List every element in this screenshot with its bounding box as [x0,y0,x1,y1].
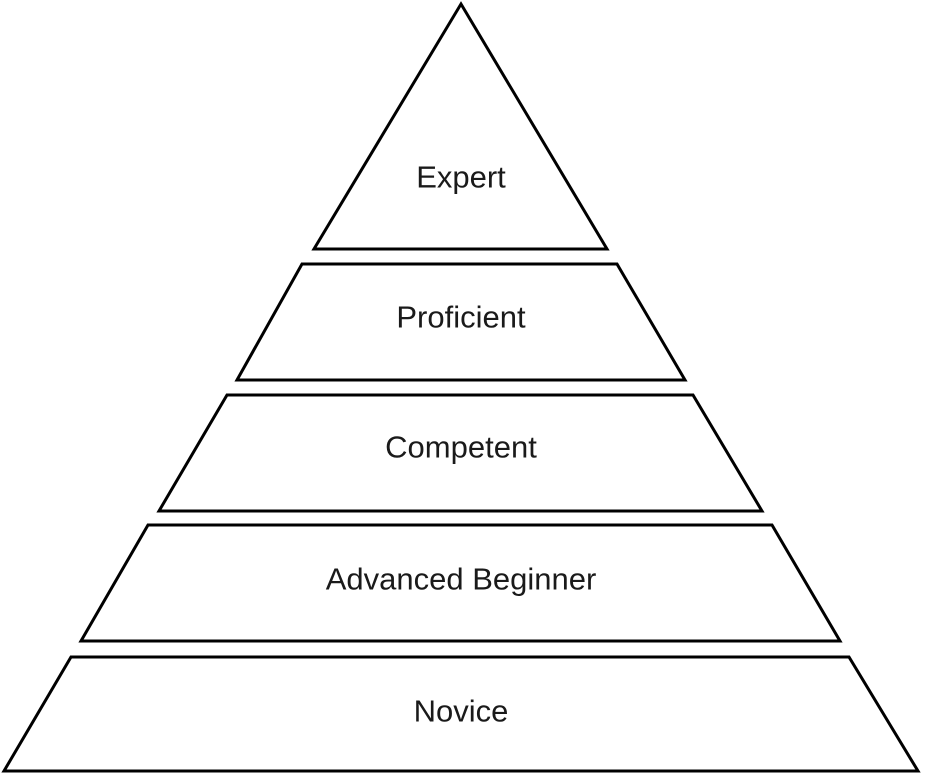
level-label-proficient: Proficient [396,300,526,335]
pyramid-level-advanced-beginner: Advanced Beginner [78,523,843,643]
level-label-expert: Expert [416,160,506,195]
level-shape-competent [156,393,765,513]
level-label-novice: Novice [414,694,509,729]
pyramid-level-novice: Novice [1,655,921,773]
level-shape-proficient [234,262,688,382]
level-label-competent: Competent [385,430,537,465]
pyramid-level-expert: Expert [311,1,610,251]
level-shape-expert [311,1,610,251]
level-shape-advanced-beginner [78,523,843,643]
level-label-advanced-beginner: Advanced Beginner [326,562,597,597]
level-shape-novice [1,655,921,773]
pyramid-level-competent: Competent [156,393,765,513]
pyramid-level-proficient: Proficient [234,262,688,382]
